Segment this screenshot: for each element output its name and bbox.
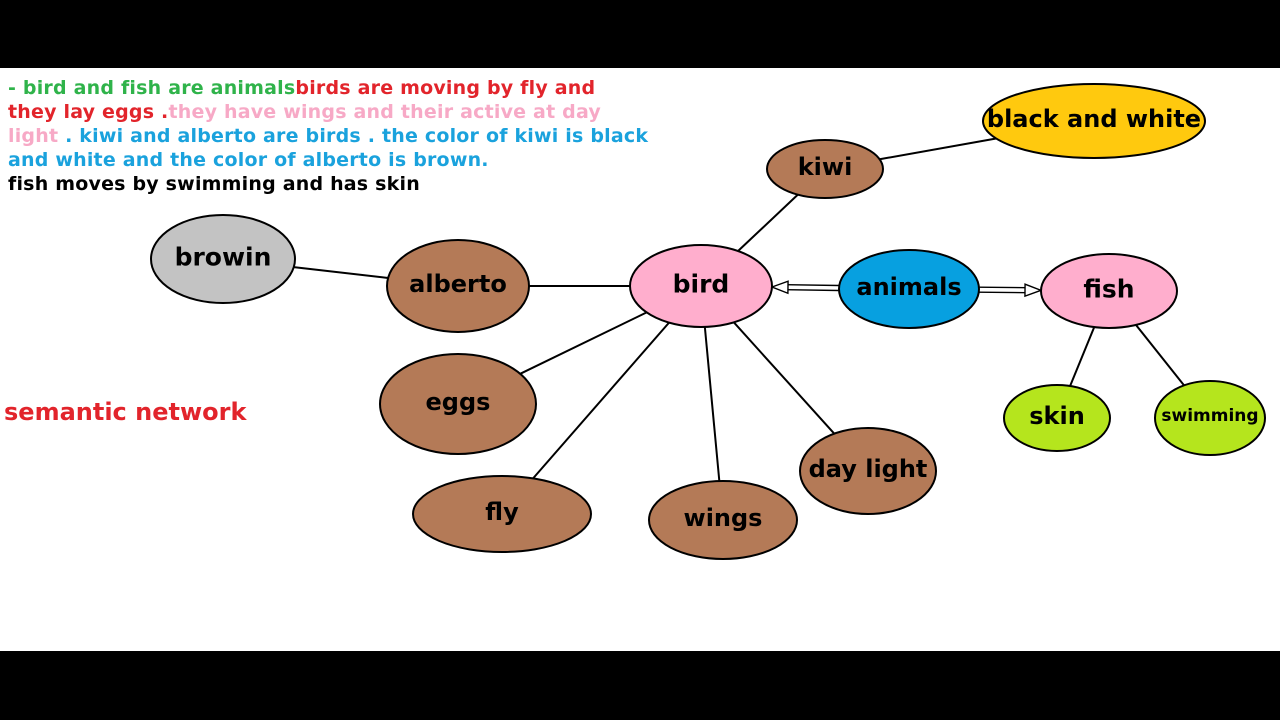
node-fly: fly [412, 475, 592, 553]
node-label-animals: animals [856, 273, 961, 301]
node-label-eggs: eggs [426, 388, 491, 416]
description-segment: and white and the color of alberto is br… [8, 149, 489, 171]
node-label-alberto: alberto [409, 270, 507, 298]
description-line-3: light . kiwi and alberto are birds . the… [8, 124, 748, 148]
node-shape-kiwi [766, 139, 884, 199]
edge-bird-kiwi [737, 193, 799, 252]
node-shape-fish [1040, 253, 1178, 329]
node-fish: fish [1040, 253, 1178, 329]
node-black-and-white: black and white [982, 83, 1206, 159]
bottom-letterbox-bar [0, 651, 1280, 720]
node-shape-bird [629, 244, 773, 328]
node-label-fish: fish [1083, 275, 1134, 304]
top-letterbox-bar [0, 0, 1280, 68]
edge-bird-fly [532, 321, 670, 480]
node-shape-animals [838, 249, 980, 329]
node-wings: wings [648, 480, 798, 560]
node-skin: skin [1003, 384, 1111, 452]
diagram-canvas: - bird and fish are animalsbirds are mov… [0, 68, 1280, 651]
node-browin: browin [150, 214, 296, 304]
node-shape-swimming [1154, 380, 1266, 456]
semantic-network-svg: browin alberto bird kiwi black and white anim… [150, 83, 1266, 560]
description-line-5: fish moves by swimming and has skin [8, 172, 748, 196]
node-label-swimming: swimming [1161, 406, 1258, 426]
node-eggs: eggs [379, 353, 537, 455]
node-label-skin: skin [1029, 402, 1085, 430]
diagram-label: semantic network [4, 398, 247, 426]
description-line-1: - bird and fish are animalsbirds are mov… [8, 76, 748, 100]
edge-bird-eggs [519, 311, 648, 375]
node-label-browin: browin [175, 243, 272, 272]
node-shape-fly [412, 475, 592, 553]
node-label-fly: fly [485, 498, 519, 526]
node-label-wings: wings [684, 504, 763, 532]
node-animals: animals [838, 249, 980, 329]
node-label-day-light: day light [809, 455, 928, 483]
node-shape-black-and-white [982, 83, 1206, 159]
edge-kiwi-black-and-white [879, 137, 997, 161]
edge-fish-swimming [1135, 324, 1185, 386]
edge-bird-day-light [733, 321, 836, 435]
description-text: - bird and fish are animalsbirds are mov… [8, 76, 748, 196]
node-day-light: day light [799, 427, 937, 515]
edge-arrow-animals-bird-rail-1 [786, 284, 840, 287]
node-label-kiwi: kiwi [798, 153, 853, 181]
node-shape-alberto [386, 239, 530, 333]
node-shape-eggs [379, 353, 537, 455]
edge-bird-wings [703, 326, 721, 482]
node-label-bird: bird [673, 270, 730, 299]
node-swimming: swimming [1154, 380, 1266, 456]
arrowhead-fish [1024, 283, 1044, 298]
description-line-2: they lay eggs .they have wings and their… [8, 100, 748, 124]
node-shape-browin [150, 214, 296, 304]
node-shape-skin [1003, 384, 1111, 452]
node-bird: bird [629, 244, 773, 328]
description-segment: birds are moving by fly and [295, 77, 596, 99]
node-shape-wings [648, 480, 798, 560]
description-segment: they lay eggs . [8, 101, 169, 123]
node-shape-day-light [799, 427, 937, 515]
description-segment: light [8, 125, 59, 147]
node-alberto: alberto [386, 239, 530, 333]
description-segment: - bird and fish are animals [8, 77, 296, 99]
node-label-black-and-white: black and white [987, 105, 1201, 133]
edge-arrow-animals-bird-rail-2 [785, 289, 839, 292]
description-segment: they have wings and their active at day [168, 101, 601, 123]
arrowhead-bird [769, 280, 789, 295]
edge-fish-skin [1069, 326, 1096, 387]
edge-browin-alberto [293, 266, 389, 279]
description-segment: fish moves by swimming and has skin [8, 173, 420, 195]
node-kiwi: kiwi [766, 139, 884, 199]
description-segment: . kiwi and alberto are birds . the color… [58, 125, 649, 147]
description-line-4: and white and the color of alberto is br… [8, 148, 748, 172]
